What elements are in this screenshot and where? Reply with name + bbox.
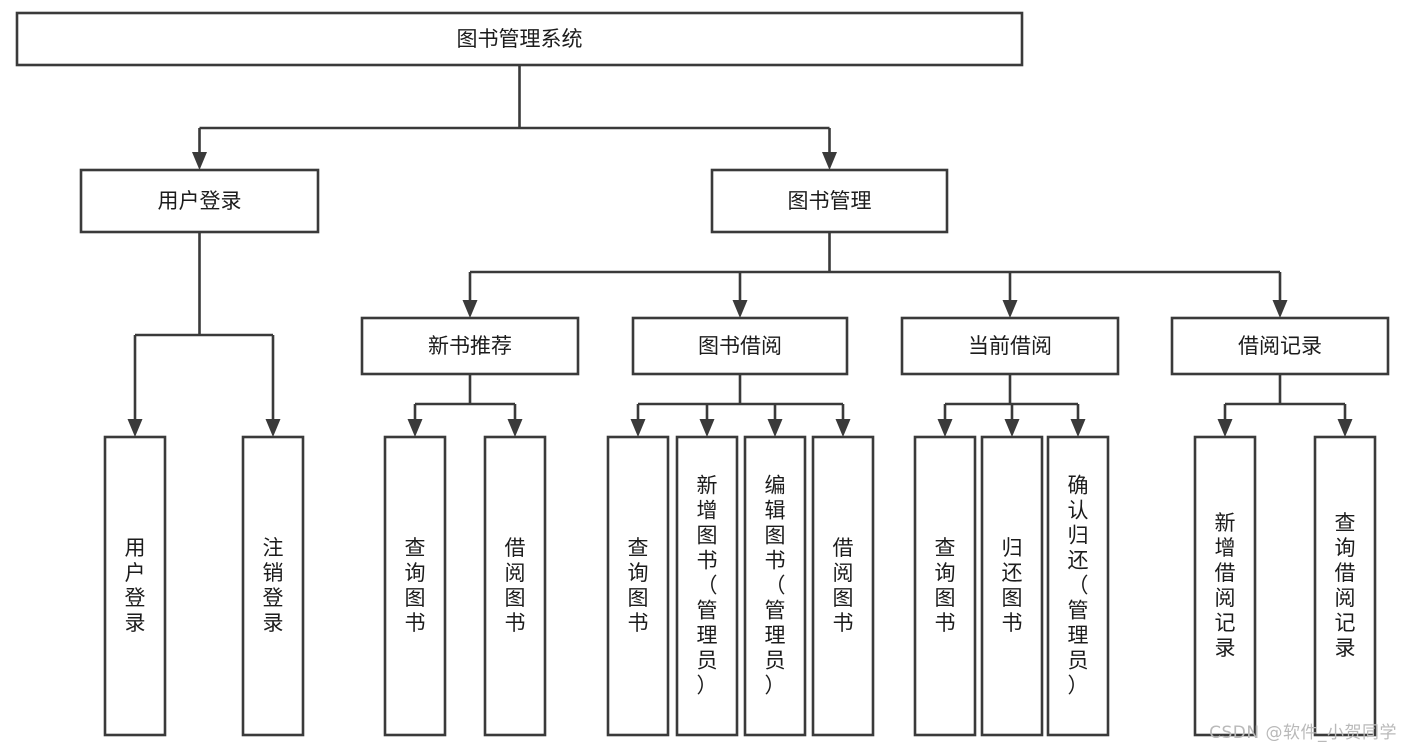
node-leaf-add-book[interactable]: 新增图书（管理员） xyxy=(675,435,739,737)
node-label: 确认归还（管理员） xyxy=(1068,474,1089,698)
node-box xyxy=(980,435,1044,737)
node-label: 查询图书 xyxy=(405,536,426,635)
node-label: 归还图书 xyxy=(1002,536,1023,635)
node-leaf-query-book-2[interactable]: 查询图书 xyxy=(606,435,670,737)
arrow-head-icon xyxy=(1217,419,1233,437)
arrow-head-icon xyxy=(407,419,423,437)
node-leaf-user-login[interactable]: 用户登录 xyxy=(103,435,167,737)
node-leaf-add-record[interactable]: 新增借阅记录 xyxy=(1193,435,1257,737)
arrow-head-icon xyxy=(1337,419,1353,437)
node-box xyxy=(631,316,849,376)
node-label: 用户登录 xyxy=(158,189,242,213)
node-box xyxy=(383,435,447,737)
node-box xyxy=(1313,435,1377,737)
node-box xyxy=(811,435,875,737)
node-label: 图书管理系统 xyxy=(457,27,583,51)
node-label: 新增借阅记录 xyxy=(1215,511,1236,660)
node-leaf-edit-book[interactable]: 编辑图书（管理员） xyxy=(743,435,807,737)
node-user-login[interactable]: 用户登录 xyxy=(79,168,320,234)
arrow-head-icon xyxy=(1272,300,1288,318)
node-label: 当前借阅 xyxy=(968,334,1052,358)
node-box xyxy=(1193,435,1257,737)
node-label: 查询借阅记录 xyxy=(1335,511,1356,660)
node-label: 图书管理 xyxy=(788,189,872,213)
node-borrow-record[interactable]: 借阅记录 xyxy=(1170,316,1390,376)
arrow-head-icon xyxy=(767,419,783,437)
node-leaf-query-book-1[interactable]: 查询图书 xyxy=(383,435,447,737)
node-label: 借阅图书 xyxy=(833,536,854,635)
arrow-head-icon xyxy=(507,419,523,437)
node-leaf-query-book-3[interactable]: 查询图书 xyxy=(913,435,977,737)
node-box xyxy=(913,435,977,737)
node-box xyxy=(675,435,739,737)
node-book-manage[interactable]: 图书管理 xyxy=(710,168,949,234)
nodes-layer: 图书管理系统用户登录图书管理新书推荐图书借阅当前借阅借阅记录用户登录注销登录查询… xyxy=(15,11,1390,737)
node-box xyxy=(360,316,580,376)
arrow-head-icon xyxy=(265,419,281,437)
arrow-head-icon xyxy=(835,419,851,437)
arrow-head-icon xyxy=(462,300,478,318)
arrow-head-icon xyxy=(699,419,715,437)
node-box xyxy=(483,435,547,737)
edges-layer xyxy=(127,65,1353,437)
node-label: 借阅记录 xyxy=(1238,334,1322,358)
node-leaf-return-book[interactable]: 归还图书 xyxy=(980,435,1044,737)
node-label: 新书推荐 xyxy=(428,334,512,358)
node-box xyxy=(743,435,807,737)
node-current-borrow[interactable]: 当前借阅 xyxy=(900,316,1120,376)
node-label: 注销登录 xyxy=(263,536,284,635)
node-label: 图书借阅 xyxy=(698,334,782,358)
node-box xyxy=(710,168,949,234)
node-root[interactable]: 图书管理系统 xyxy=(15,11,1024,67)
node-box xyxy=(900,316,1120,376)
node-box xyxy=(103,435,167,737)
arrow-head-icon xyxy=(1002,300,1018,318)
node-label: 编辑图书（管理员） xyxy=(765,474,786,698)
node-label: 新增图书（管理员） xyxy=(697,474,718,698)
node-box xyxy=(79,168,320,234)
arrow-head-icon xyxy=(1070,419,1086,437)
node-book-borrow[interactable]: 图书借阅 xyxy=(631,316,849,376)
node-leaf-borrow-book-1[interactable]: 借阅图书 xyxy=(483,435,547,737)
node-label: 查询图书 xyxy=(628,536,649,635)
node-box xyxy=(241,435,305,737)
node-label: 查询图书 xyxy=(935,536,956,635)
arrow-head-icon xyxy=(937,419,953,437)
node-new-book-rec[interactable]: 新书推荐 xyxy=(360,316,580,376)
arrow-head-icon xyxy=(630,419,646,437)
node-leaf-logout[interactable]: 注销登录 xyxy=(241,435,305,737)
arrow-head-icon xyxy=(822,152,837,170)
node-label: 用户登录 xyxy=(125,536,146,635)
node-box xyxy=(1046,435,1110,737)
node-box xyxy=(15,11,1024,67)
arrow-head-icon xyxy=(127,419,143,437)
node-box xyxy=(606,435,670,737)
node-leaf-query-record[interactable]: 查询借阅记录 xyxy=(1313,435,1377,737)
arrow-head-icon xyxy=(192,152,207,170)
arrow-head-icon xyxy=(732,300,748,318)
node-box xyxy=(1170,316,1390,376)
node-leaf-confirm-return[interactable]: 确认归还（管理员） xyxy=(1046,435,1110,737)
node-leaf-borrow-book-2[interactable]: 借阅图书 xyxy=(811,435,875,737)
arrow-head-icon xyxy=(1004,419,1020,437)
node-label: 借阅图书 xyxy=(505,536,526,635)
